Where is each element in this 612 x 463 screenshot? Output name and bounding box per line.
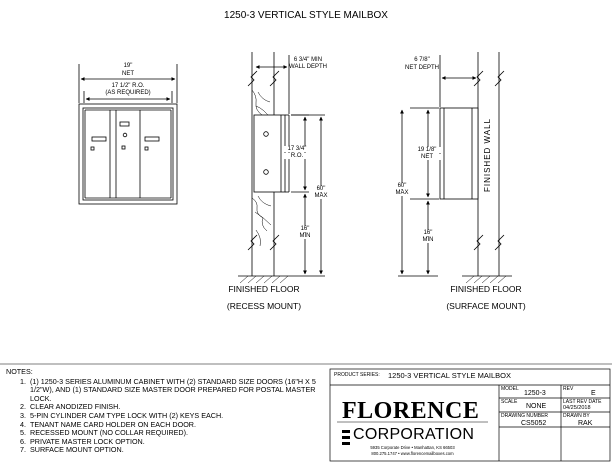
notes-section: NOTES: (1) 1250-3 SERIES ALUMINUM CABINE… xyxy=(6,367,324,455)
last-rev-date-value: 04/25/2018 xyxy=(563,405,591,411)
front-ro-note: (AS REQUIRED) xyxy=(105,90,151,96)
note-item: RECESSED MOUNT (NO COLLAR REQUIRED). xyxy=(28,429,324,438)
florence-logo-mark xyxy=(342,430,350,445)
note-item: PRIVATE MASTER LOCK OPTION. xyxy=(28,437,324,447)
surface-mailbox xyxy=(439,107,479,200)
recess-wall-depth-value: 6 3/4" MIN xyxy=(293,57,323,63)
door-card-holders xyxy=(91,121,160,142)
recess-wall xyxy=(247,52,280,276)
scale-value: NONE xyxy=(526,403,547,410)
recess-floor xyxy=(238,275,325,284)
surface-floor xyxy=(462,275,512,284)
recess-max-height-value: 60" xyxy=(309,186,333,192)
surface-net-depth-label: NET DEPTH xyxy=(405,65,439,71)
model-label: MODEL xyxy=(501,386,519,392)
front-ro-width-value: 17 1/2" R.O. xyxy=(111,83,145,89)
surface-min-height-value: 16" xyxy=(416,230,440,236)
recess-ro-height-value: 17 3/4" xyxy=(282,146,312,152)
last-rev-date-label: LAST REV DATE xyxy=(563,399,602,405)
title-block-frame xyxy=(329,368,611,462)
recess-mailbox xyxy=(253,114,290,193)
front-net-width-value: 19" xyxy=(123,63,133,69)
drawing-number-label: DRAWING NUMBER xyxy=(501,413,549,419)
model-value: 1250-3 xyxy=(524,390,546,397)
company-name-top: FLORENCE xyxy=(342,398,480,424)
recess-wall-depth-label: WALL DEPTH xyxy=(289,64,327,70)
surface-floor-label: FINISHED FLOOR xyxy=(450,284,522,294)
recess-ro-label: R.O. xyxy=(282,153,312,159)
surface-net-height-value: 19 1/8" xyxy=(412,147,442,153)
note-item: CLEAR ANODIZED FINISH. xyxy=(28,403,324,412)
drawn-by-label: DRAWN BY xyxy=(563,413,590,419)
surface-wall-label: FINISHED WALL xyxy=(483,117,492,193)
front-view-cabinet xyxy=(78,103,178,205)
company-contact: 800.275.1747 • www.florencemailboxes.com xyxy=(371,451,454,456)
recess-max-label: MAX xyxy=(309,193,333,199)
front-net-width-label: NET xyxy=(122,71,134,77)
note-item: SURFACE MOUNT OPTION. xyxy=(28,446,324,455)
note-item: TENANT NAME CARD HOLDER ON EACH DOOR. xyxy=(28,420,324,430)
note-item: (1) 1250-3 SERIES ALUMINUM CABINET WITH … xyxy=(28,377,324,404)
surface-net-label: NET xyxy=(412,154,442,160)
rev-label: REV xyxy=(563,386,574,392)
drawn-by-value: RAK xyxy=(578,420,593,427)
surface-net-depth-value: 6 7/8" xyxy=(414,57,430,63)
company-address: 5935 Corporate Drive • Manhattan, KS 665… xyxy=(370,445,455,450)
recess-floor-label: FINISHED FLOOR xyxy=(228,284,300,294)
note-item: 5-PIN CYLINDER CAM TYPE LOCK WITH (2) KE… xyxy=(28,411,324,421)
drawing-title: 1250-3 VERTICAL STYLE MAILBOX xyxy=(224,10,388,21)
door-locks xyxy=(90,132,149,151)
surface-max-height-value: 60" xyxy=(390,183,414,189)
recess-min-height-value: 16" xyxy=(293,226,317,232)
company-name-bottom: CORPORATION xyxy=(353,426,475,443)
surface-min-label: MIN xyxy=(416,237,440,243)
product-series-value: 1250-3 VERTICAL STYLE MAILBOX xyxy=(388,371,511,380)
rev-value: E xyxy=(591,390,596,397)
surface-mount-label: (SURFACE MOUNT) xyxy=(446,301,526,311)
recess-min-label: MIN xyxy=(293,233,317,239)
recess-mount-label: (RECESS MOUNT) xyxy=(226,301,302,311)
notes-heading: NOTES: xyxy=(6,367,33,376)
product-series-label: PRODUCT SERIES: xyxy=(334,372,380,378)
surface-max-label: MAX xyxy=(390,190,414,196)
front-net-width-dim xyxy=(78,64,178,103)
drawing-number-value: CS5052 xyxy=(521,420,547,427)
scale-label: SCALE xyxy=(501,399,518,405)
